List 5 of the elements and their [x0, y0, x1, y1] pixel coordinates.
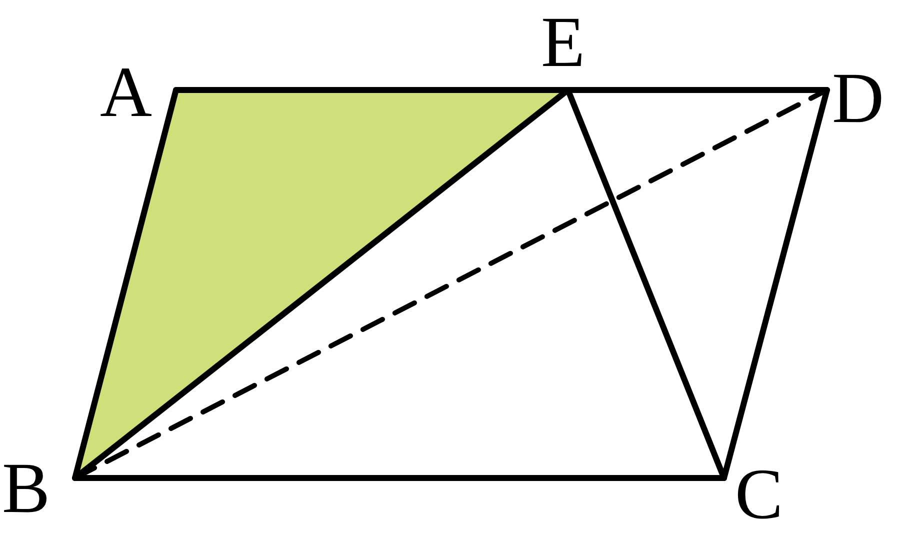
vertex-label: D — [832, 62, 884, 134]
vertex-label: A — [100, 56, 152, 128]
vertex-label: C — [735, 458, 784, 530]
vertex-label: B — [2, 452, 50, 524]
vertex-label: E — [541, 6, 585, 78]
